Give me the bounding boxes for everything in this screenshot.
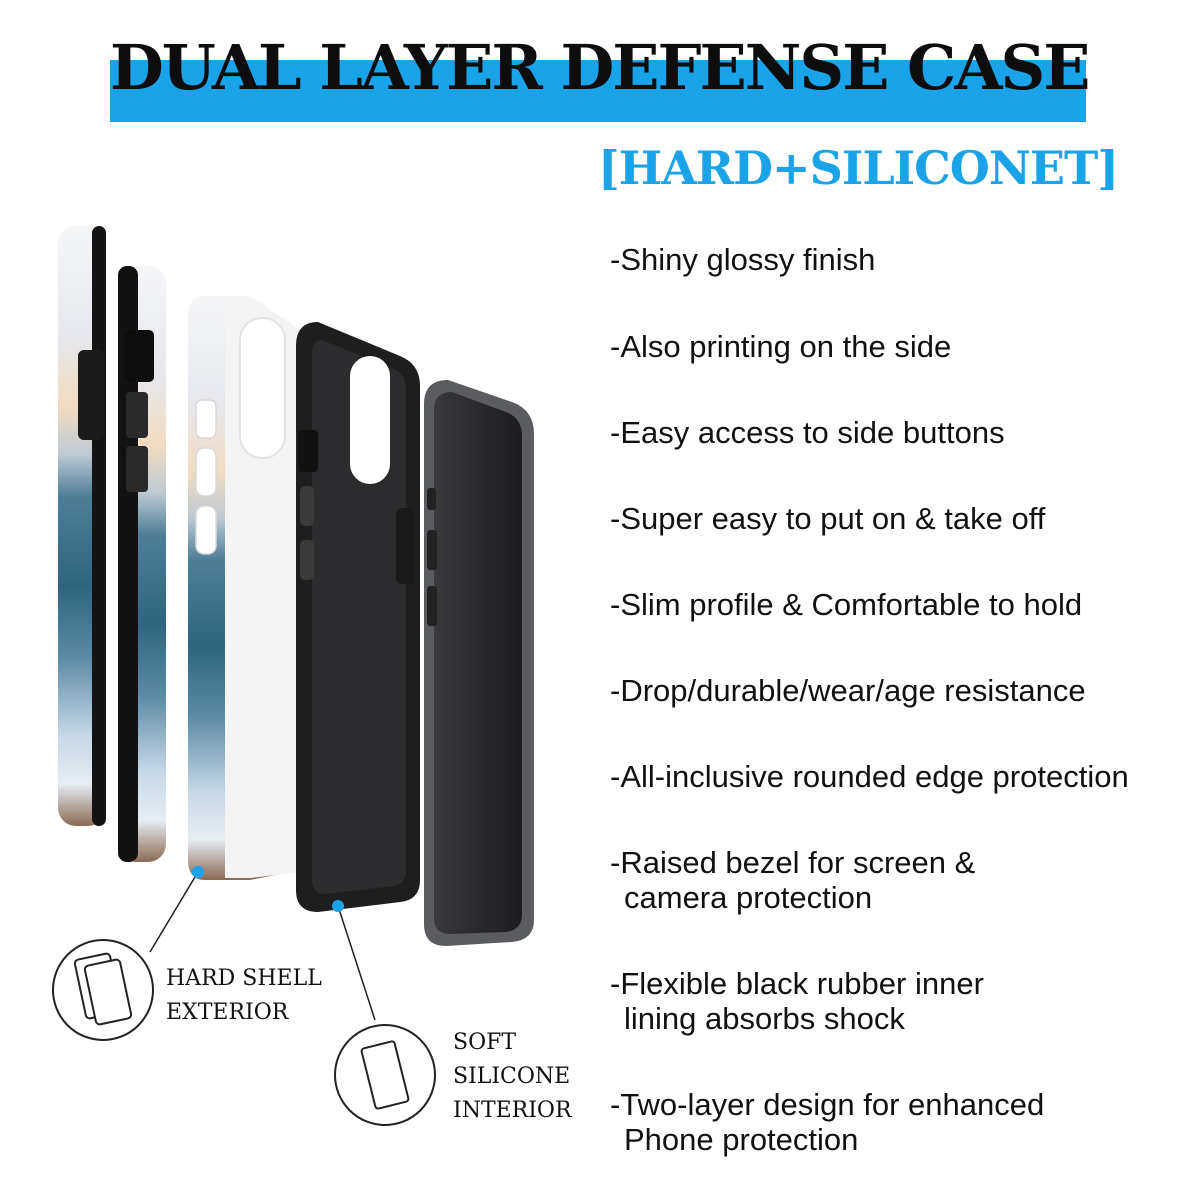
phone (424, 380, 534, 946)
hard-shell-label-line1: HARD SHELL (166, 966, 322, 991)
silicone-layer-icon (334, 1024, 436, 1126)
hard-shell-icon (52, 939, 154, 1041)
page-subtitle: [HARD+SILICONET] (598, 141, 1119, 195)
feature-item: -Also printing on the side (610, 329, 952, 364)
silicone-label-line1: SOFT (453, 1030, 517, 1055)
silicone-label-line3: INTERIOR (453, 1098, 572, 1123)
feature-item: -Drop/durable/wear/age resistance (610, 673, 1086, 708)
hard-shell-label-line2: EXTERIOR (166, 1000, 289, 1025)
hard-shell-callout-dot (192, 866, 204, 878)
feature-item: -Two-layer design for enhanced Phone pro… (610, 1087, 1045, 1157)
silicone-layer (296, 322, 420, 912)
hard-shell-callout-line (149, 871, 199, 953)
silicone-label-line2: SILICONE (453, 1064, 571, 1089)
feature-item: -Raised bezel for screen & camera protec… (610, 845, 976, 915)
silicone-label: SOFT SILICONE INTERIOR (453, 1026, 572, 1128)
feature-item: -Easy access to side buttons (610, 415, 1005, 450)
feature-item: -Super easy to put on & take off (610, 501, 1046, 536)
feature-item: -Shiny glossy finish (610, 242, 876, 277)
hard-shell-label: HARD SHELL EXTERIOR (166, 962, 322, 1030)
feature-item: -Slim profile & Comfortable to hold (610, 587, 1083, 622)
feature-item: -Flexible black rubber inner lining abso… (610, 966, 984, 1036)
page-title: DUAL LAYER DEFENSE CASE (110, 31, 1091, 104)
feature-item: -All-inclusive rounded edge protection (610, 759, 1129, 794)
silicone-callout-line (337, 905, 376, 1021)
hard-shell-layer (188, 296, 300, 880)
title-highlight-bar (110, 60, 1086, 122)
hard-shell-edge-view (118, 266, 166, 862)
case-layers-illustration (52, 226, 534, 1126)
silicone-callout-dot (332, 900, 344, 912)
hard-shell-side-view (58, 226, 106, 826)
